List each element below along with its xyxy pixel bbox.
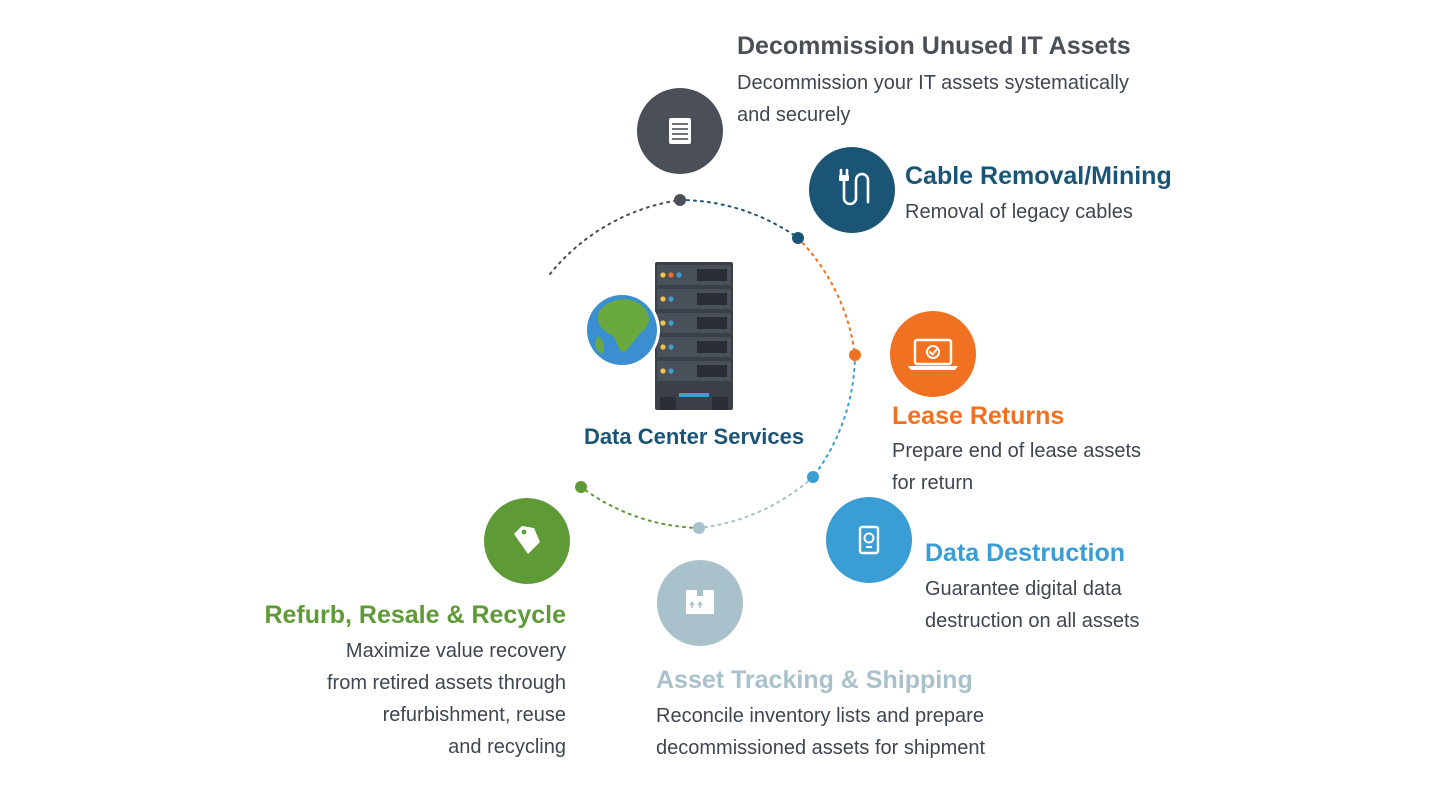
service-destruction: Data Destruction Guarantee digital data … [925,538,1140,637]
service-destruction-title: Data Destruction [925,539,1126,567]
service-cable-description: Removal of legacy cables [905,201,1133,223]
ring-segment-gray [549,199,681,275]
price-tag-icon [484,498,570,584]
service-tracking: Asset Tracking & Shipping Reconcile inve… [656,665,985,764]
ring-segment-lightblue [698,476,814,529]
service-decommission-description: Decommission your IT assets systematical… [737,72,1129,126]
service-tracking-title: Asset Tracking & Shipping [656,666,973,694]
ring-node-decommission [674,194,686,206]
ring-node-destruction [807,471,819,483]
laptop-check-icon [890,311,976,397]
ring-node-lease [849,349,861,361]
service-refurb-title: Refurb, Resale & Recycle [264,601,566,629]
service-decommission-title: Decommission Unused IT Assets [737,32,1131,60]
ring-segment-blue [812,354,856,478]
service-tracking-description: Reconcile inventory lists and prepare de… [656,705,986,759]
cable-icon [809,147,895,233]
service-refurb-description: Maximize value recovery from retired ass… [327,640,566,758]
ring-node-tracking [693,522,705,534]
service-lease: Lease Returns Prepare end of lease asset… [892,401,1141,499]
service-decommission: Decommission Unused IT Assets Decommissi… [737,31,1131,131]
server-rack-icon [655,262,733,410]
ring-node-cable [792,232,804,244]
service-lease-title: Lease Returns [892,402,1065,430]
hard-drive-icon [826,497,912,583]
service-lease-description: Prepare end of lease assets for return [892,440,1142,494]
service-cable: Cable Removal/Mining Removal of legacy c… [905,161,1172,228]
globe-icon [584,292,660,368]
server-drive-icon [637,88,723,174]
ring-node-refurb [575,481,587,493]
shipping-box-icon [657,560,743,646]
service-cable-title: Cable Removal/Mining [905,162,1172,190]
ring-segment-green [580,486,700,529]
service-destruction-description: Guarantee digital data destruction on al… [925,578,1140,632]
ring-segment-navy [679,199,799,239]
ring-segment-orange [797,237,856,356]
service-refurb: Refurb, Resale & Recycle Maximize value … [240,600,566,763]
center-title: Data Center Services [583,424,805,449]
